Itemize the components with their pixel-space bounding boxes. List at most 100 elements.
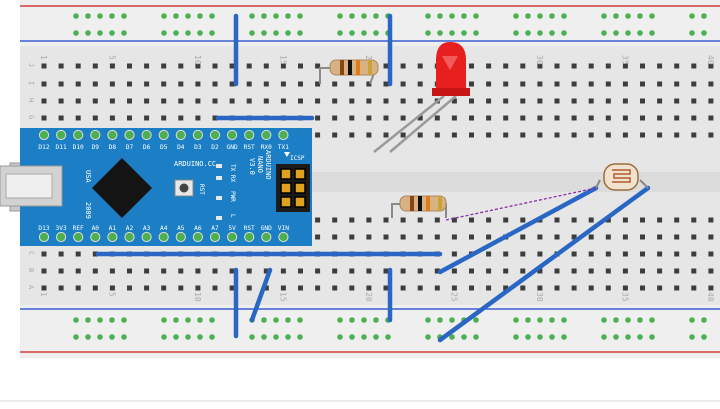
rail-hole <box>537 30 543 36</box>
nano-top-pin-label: D11 <box>56 144 67 151</box>
column-number-top: 40 <box>706 55 715 65</box>
nano-bottom-pin-label: D13 <box>38 225 49 232</box>
row-letter-top: J <box>27 63 35 67</box>
breadboard-hole <box>58 268 64 274</box>
breadboard-hole <box>469 81 474 87</box>
nano-bottom-pin <box>90 231 101 243</box>
rail-hole <box>613 317 619 323</box>
wire-bottom-rail-5v <box>249 267 273 323</box>
rail-hole <box>513 30 519 36</box>
rail-hole <box>349 317 355 323</box>
breadboard-hole <box>503 285 509 291</box>
breadboard-hole <box>58 63 64 69</box>
photoresistor <box>595 163 649 191</box>
breadboard-hole <box>605 234 611 240</box>
breadboard-hole <box>144 268 150 274</box>
breadboard-hole <box>417 98 423 104</box>
wire-ldr-right <box>437 185 651 343</box>
rail-hole <box>273 30 279 36</box>
breadboard-hole <box>127 63 132 69</box>
breadboard-hole <box>417 268 423 274</box>
breadboard-hole <box>332 81 338 87</box>
breadboard-hole <box>127 81 132 87</box>
led-rx-label: RX <box>229 175 236 183</box>
breadboard-hole <box>451 217 457 223</box>
breadboard-hole <box>229 268 235 274</box>
breadboard-hole <box>58 81 64 87</box>
breadboard-hole <box>674 132 680 138</box>
breadboard-hole <box>469 98 474 104</box>
led-pwr <box>216 196 222 200</box>
rail-hole <box>601 30 607 36</box>
rail-hole <box>121 317 127 323</box>
rail-hole <box>449 13 455 19</box>
breadboard-hole <box>708 268 714 274</box>
breadboard-hole <box>75 115 81 121</box>
breadboard-hole <box>674 251 680 257</box>
breadboard-hole <box>588 63 594 69</box>
breadboard-hole <box>469 234 474 240</box>
rail-hole <box>625 30 631 36</box>
resistor-1 <box>319 59 379 85</box>
breadboard-hole <box>349 285 355 291</box>
breadboard-hole <box>691 268 697 274</box>
breadboard-hole <box>434 132 440 138</box>
rail-hole <box>361 13 367 19</box>
breadboard-hole <box>605 217 611 223</box>
rail-hole <box>73 13 79 19</box>
led-highlight <box>442 56 458 70</box>
breadboard-hole <box>41 268 47 274</box>
rail-hole <box>425 13 431 19</box>
rail-hole <box>461 334 467 340</box>
breadboard-hole <box>588 268 594 274</box>
breadboard-hole <box>537 268 543 274</box>
breadboard-hole <box>109 63 115 69</box>
breadboard-hole <box>400 268 406 274</box>
breadboard-hole <box>588 234 594 240</box>
icsp-pin <box>294 196 306 208</box>
row-letter-bottom: B <box>27 268 35 272</box>
breadboard-hole <box>144 63 150 69</box>
year-label: 2009 <box>84 202 92 219</box>
breadboard-hole <box>400 285 406 291</box>
breadboard-hole <box>554 217 560 223</box>
column-number-bottom: 15 <box>278 292 287 302</box>
breadboard-hole <box>332 285 338 291</box>
nano-bottom-pin-label: RST <box>244 225 255 232</box>
breadboard-hole <box>417 217 423 223</box>
nano-top-pin <box>192 129 203 141</box>
breadboard-hole <box>92 98 98 104</box>
breadboard-hole <box>92 115 98 121</box>
breadboard-hole <box>708 81 714 87</box>
rail-hole <box>473 13 479 19</box>
breadboard-hole <box>366 217 372 223</box>
rail-hole <box>349 30 355 36</box>
breadboard-hole <box>161 115 167 121</box>
rail-hole <box>185 30 191 36</box>
reset-button[interactable] <box>179 183 189 193</box>
breadboard-hole <box>315 285 321 291</box>
breadboard-hole <box>537 115 543 121</box>
rail-hole <box>297 334 303 340</box>
rail-hole <box>161 30 167 36</box>
breadboard-hole <box>640 98 645 104</box>
led-rim <box>432 88 470 96</box>
model-line-1: ARDUINO <box>264 150 272 180</box>
breadboard-hole <box>691 251 697 257</box>
breadboard-hole <box>366 268 372 274</box>
breadboard-hole <box>75 268 81 274</box>
breadboard-hole <box>537 81 543 87</box>
nano-top-pin <box>73 129 84 141</box>
breadboard-hole <box>144 115 150 121</box>
nano-top-pin-label: GND <box>227 144 238 151</box>
breadboard-hole <box>212 98 218 104</box>
rail-hole <box>109 30 115 36</box>
rail-hole <box>449 30 455 36</box>
rail-hole <box>537 334 543 340</box>
breadboard-hole <box>195 268 201 274</box>
rail-hole <box>249 334 255 340</box>
rail-hole <box>649 30 655 36</box>
rail-hole <box>173 317 179 323</box>
breadboard-hole <box>486 98 492 104</box>
breadboard-hole <box>298 63 303 69</box>
